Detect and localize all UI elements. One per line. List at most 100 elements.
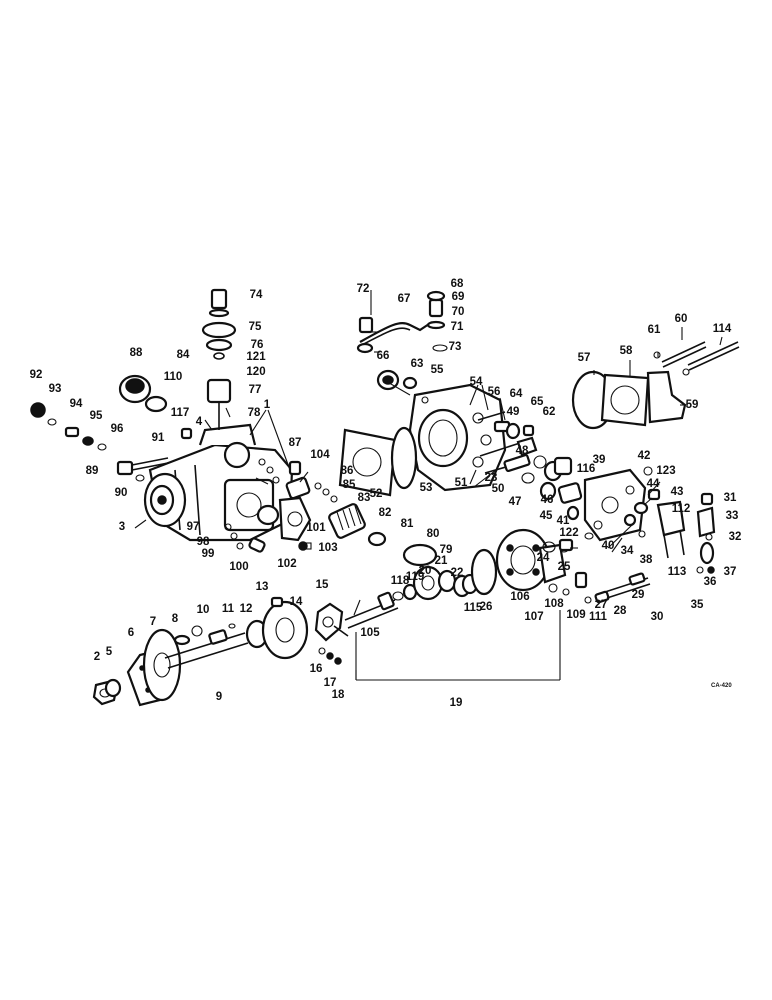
callout-73: 73	[449, 341, 462, 353]
ring-11	[228, 623, 236, 629]
callout-49: 49	[507, 406, 520, 418]
callout-32: 32	[729, 531, 742, 543]
callout-41: 41	[557, 515, 570, 527]
callout-66: 66	[377, 350, 390, 362]
ring-64	[505, 422, 521, 440]
callout-59: 59	[686, 399, 699, 411]
plate-62	[516, 436, 538, 457]
callout-68: 68	[451, 278, 464, 290]
callout-47: 47	[509, 496, 522, 508]
bolts-16-18	[318, 647, 342, 665]
valve-train-23-116	[503, 453, 583, 504]
callout-111: 111	[589, 611, 608, 623]
cage-20-79	[402, 543, 444, 601]
callout-30: 30	[651, 611, 664, 623]
ring-10	[191, 625, 203, 637]
callout-60: 60	[675, 313, 688, 325]
callout-86: 86	[341, 465, 354, 477]
valve-parts-83-87	[258, 458, 338, 503]
callout-90: 90	[115, 487, 128, 499]
callout-51: 51	[455, 477, 468, 489]
callout-97: 97	[187, 521, 200, 533]
callout-24: 24	[537, 552, 550, 564]
callout-6: 6	[128, 627, 134, 639]
callout-122: 122	[559, 527, 578, 539]
small-parts-92-96	[30, 402, 107, 451]
gasket-58	[600, 373, 650, 427]
callout-16: 16	[310, 663, 323, 675]
ring-40	[623, 513, 637, 527]
callout-117: 117	[171, 407, 190, 419]
ring-118	[392, 591, 404, 601]
studs-60-114	[653, 341, 740, 376]
callout-96: 96	[111, 423, 124, 435]
callout-28: 28	[614, 605, 627, 617]
callout-11: 11	[222, 603, 235, 615]
leader-lines	[134, 290, 723, 681]
oring-26	[470, 548, 498, 596]
callout-4: 4	[196, 416, 203, 428]
key-8	[173, 634, 191, 646]
bracket-112-113	[656, 500, 686, 559]
ring-122	[584, 532, 594, 540]
callout-10: 10	[197, 604, 210, 616]
callout-48: 48	[516, 445, 529, 457]
callout-121: 121	[246, 351, 266, 363]
callout-93: 93	[49, 383, 62, 395]
callout-15: 15	[316, 579, 329, 591]
callout-70: 70	[452, 306, 465, 318]
callout-114: 114	[713, 323, 732, 335]
callout-43: 43	[671, 486, 684, 498]
ring-63	[402, 376, 418, 390]
callout-64: 64	[510, 388, 523, 400]
ring-110	[144, 395, 168, 413]
callout-40: 40	[602, 540, 615, 552]
ring-44	[633, 501, 649, 515]
callout-119: 119	[406, 571, 425, 583]
callout-52: 52	[370, 488, 383, 500]
callout-46: 46	[541, 494, 554, 506]
callout-23: 23	[485, 472, 498, 484]
callout-118: 118	[391, 575, 410, 587]
callout-101: 101	[306, 522, 326, 534]
callout-62: 62	[543, 406, 556, 418]
pump-housing-left	[148, 423, 294, 542]
callout-9: 9	[216, 691, 222, 703]
callout-87: 87	[289, 437, 302, 449]
callout-27: 27	[595, 599, 608, 611]
callout-14: 14	[290, 596, 303, 608]
bolt-89-91	[116, 457, 169, 482]
callout-5: 5	[106, 646, 113, 658]
shaft-9	[164, 629, 249, 669]
ring-24	[542, 541, 556, 553]
callout-12: 12	[240, 603, 253, 615]
callout-25: 25	[558, 561, 571, 573]
callout-22: 22	[451, 567, 464, 579]
callout-107: 107	[524, 611, 543, 623]
callout-120: 120	[246, 366, 265, 378]
callout-63: 63	[411, 358, 424, 370]
plug-65	[522, 424, 535, 437]
callout-37: 37	[724, 566, 737, 578]
ball-34	[638, 530, 646, 538]
callout-85: 85	[343, 479, 356, 491]
callout-13: 13	[256, 581, 269, 593]
callout-106: 106	[510, 591, 529, 603]
callout-98: 98	[197, 536, 210, 548]
bracket-59	[646, 370, 687, 424]
callout-76: 76	[251, 339, 264, 351]
callout-92: 92	[30, 369, 43, 381]
studs-54-56	[477, 411, 521, 474]
bracket-67	[356, 290, 448, 354]
callout-36: 36	[704, 576, 717, 588]
callout-45: 45	[540, 510, 553, 522]
callout-84: 84	[177, 349, 190, 361]
callout-72: 72	[357, 283, 370, 295]
callout-57: 57	[578, 352, 591, 364]
callout-74: 74	[250, 289, 263, 301]
callout-69: 69	[452, 291, 465, 303]
fittings-25-108	[548, 538, 592, 604]
callout-67: 67	[398, 293, 411, 305]
callout-53: 53	[420, 482, 433, 494]
